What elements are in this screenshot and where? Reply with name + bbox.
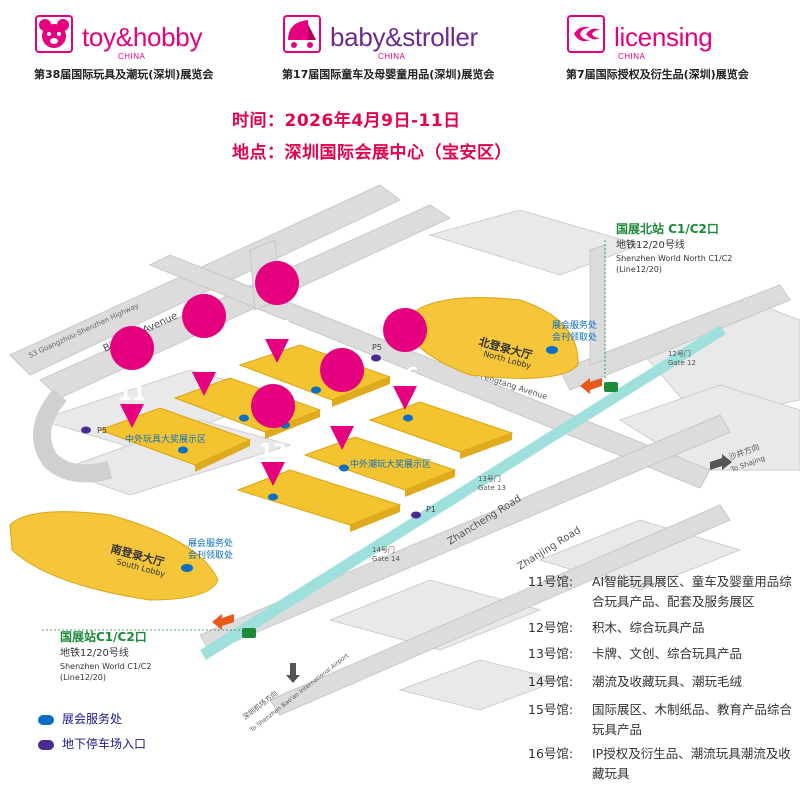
- stroller-logo-icon: [283, 15, 321, 53]
- hall-sides: [195, 377, 512, 532]
- event-venue: 地点：深圳国际会展中心（宝安区）: [232, 143, 512, 163]
- to-airport-en: To Shenzhen Bao'an International Airport: [248, 652, 350, 734]
- north-service-label-2: 会刊领取处: [552, 331, 597, 343]
- legend-service-label: 展会服务处: [62, 712, 123, 726]
- parking-label: P5: [97, 426, 107, 435]
- road-north-vertical: [589, 244, 606, 366]
- north-metro-icon[interactable]: [604, 382, 618, 392]
- hall-pin-12[interactable]: 12: [251, 384, 296, 486]
- legend-service: 展会服务处: [38, 710, 122, 727]
- award-right-label: 中外潮玩大奖展示区: [350, 458, 431, 470]
- to-shajing-arrow-icon: [710, 454, 732, 470]
- south-lobby[interactable]: [9, 511, 219, 601]
- north-station-title: 国展北站 C1/C2口: [616, 221, 719, 236]
- parking-label: P1: [426, 505, 436, 514]
- hall-pin-16[interactable]: 16: [383, 308, 428, 410]
- north-service-marker[interactable]: [546, 346, 558, 354]
- south-metro-icon[interactable]: [242, 628, 256, 638]
- hall-pin-13[interactable]: 13: [182, 294, 227, 396]
- hall-list-label: 13号馆:: [528, 646, 574, 661]
- brand-subtitle: 第17届国际童车及母婴童用品(深圳)展览会: [282, 68, 495, 81]
- hall-pin-15-label: 15: [263, 316, 291, 340]
- parking-label: P5: [372, 343, 382, 352]
- gate-12-cn: 12号门: [668, 349, 691, 358]
- gate-14-cn: 14号门: [372, 545, 395, 554]
- teddy-bear-logo-icon: [35, 15, 73, 53]
- hall-pin-16-label: 16: [391, 363, 419, 387]
- north-station-arrow-icon: [580, 378, 602, 394]
- south-station-arrow-icon: [212, 614, 234, 630]
- hall-list-desc: AI智能玩具展区、童车及婴童用品综合玩具产品、配套及服务展区: [592, 574, 792, 609]
- south-service-label: 展会服务处: [188, 537, 233, 549]
- south-service-label-2: 会刊领取处: [188, 549, 233, 561]
- brand-subtitle: 第7届国际授权及衍生品(深圳)展览会: [566, 68, 749, 81]
- service-legend-icon: [38, 714, 54, 725]
- hall-pins: 11 13 15 12 14 16: [110, 261, 428, 486]
- header: toy&hobby CHINA 第38届国际玩具及潮玩(深圳)展览会 baby&…: [0, 0, 800, 100]
- halls: [98, 344, 514, 526]
- south-service-marker[interactable]: [181, 564, 193, 572]
- north-service-label: 展会服务处: [552, 319, 597, 331]
- award-left-label: 中外玩具大奖展示区: [125, 433, 206, 445]
- gate-12-en: Gate 12: [668, 359, 696, 367]
- hall-list-label: 12号馆:: [528, 620, 574, 635]
- brand-subtitle: 第38届国际玩具及潮玩(深圳)展览会: [34, 68, 214, 81]
- road-loop: [33, 389, 113, 483]
- service-dots: [178, 386, 413, 501]
- road-zhancheng: [269, 504, 731, 716]
- gate-13-en: Gate 13: [478, 484, 506, 492]
- legend-parking: 地下停车场入口: [38, 735, 146, 752]
- hall-pin-12-label: 12: [259, 439, 287, 463]
- hall-list-desc: IP授权及衍生品、潮流玩具潮流及收藏玩具: [592, 746, 791, 781]
- hall-pin-15[interactable]: 15: [255, 261, 300, 363]
- gate-14-en: Gate 14: [372, 555, 400, 563]
- licensing-logo-icon: [567, 15, 605, 53]
- parking-legend-icon: [38, 739, 54, 750]
- event-time: 时间：2026年4月9日-11日: [232, 111, 461, 131]
- brand-china: CHINA: [118, 52, 146, 61]
- brand-name: baby&stroller: [330, 22, 478, 52]
- north-station-line-num: (Line12/20): [616, 265, 662, 274]
- hall-list-desc: 国际展区、木制纸品、教育产品综合玩具产品: [592, 702, 793, 737]
- north-lobby[interactable]: [404, 297, 579, 379]
- hall-list-desc: 潮流及收藏玩具、潮玩毛绒: [592, 674, 743, 689]
- hall-pin-14-label: 14: [328, 403, 356, 427]
- hall-list-label: 11号馆:: [528, 574, 574, 589]
- brand-name: toy&hobby: [82, 22, 203, 52]
- brand-china: CHINA: [618, 52, 646, 61]
- south-station-line: 地铁12/20号线: [60, 646, 129, 659]
- hall-list-label: 16号馆:: [528, 746, 574, 761]
- metro-line: [200, 325, 726, 660]
- brand-name: licensing: [614, 22, 713, 52]
- road-zhancheng-east: [559, 284, 791, 391]
- hall-list-label: 14号馆:: [528, 674, 574, 689]
- hall-list-desc: 卡牌、文创、综合玩具产品: [592, 646, 743, 661]
- parking-p5-north[interactable]: [371, 354, 381, 362]
- south-station-title: 国展站C1/C2口: [60, 629, 147, 644]
- gate-13-cn: 13号门: [478, 474, 501, 483]
- hall-list-desc: 积木、综合玩具产品: [592, 620, 705, 635]
- hall-pin-13-label: 13: [190, 349, 218, 373]
- legend-parking-label: 地下停车场入口: [62, 737, 147, 751]
- parking-p1[interactable]: [411, 511, 421, 519]
- hall-list-label: 15号馆:: [528, 702, 574, 717]
- parking-dots: [81, 354, 421, 519]
- north-station-line: 地铁12/20号线: [616, 238, 685, 251]
- brand-china: CHINA: [378, 52, 406, 61]
- south-station-line-num: (Line12/20): [60, 673, 106, 682]
- hall-pin-11[interactable]: 11: [110, 326, 155, 428]
- parking-p5-west[interactable]: [81, 426, 91, 434]
- north-station-en: Shenzhen World North C1/C2: [616, 254, 732, 263]
- hall-pin-14[interactable]: 14: [320, 348, 365, 450]
- hall-pin-11-label: 11: [118, 381, 146, 405]
- south-station-en: Shenzhen World C1/C2: [60, 662, 151, 671]
- to-airport-arrow-icon: [286, 663, 300, 683]
